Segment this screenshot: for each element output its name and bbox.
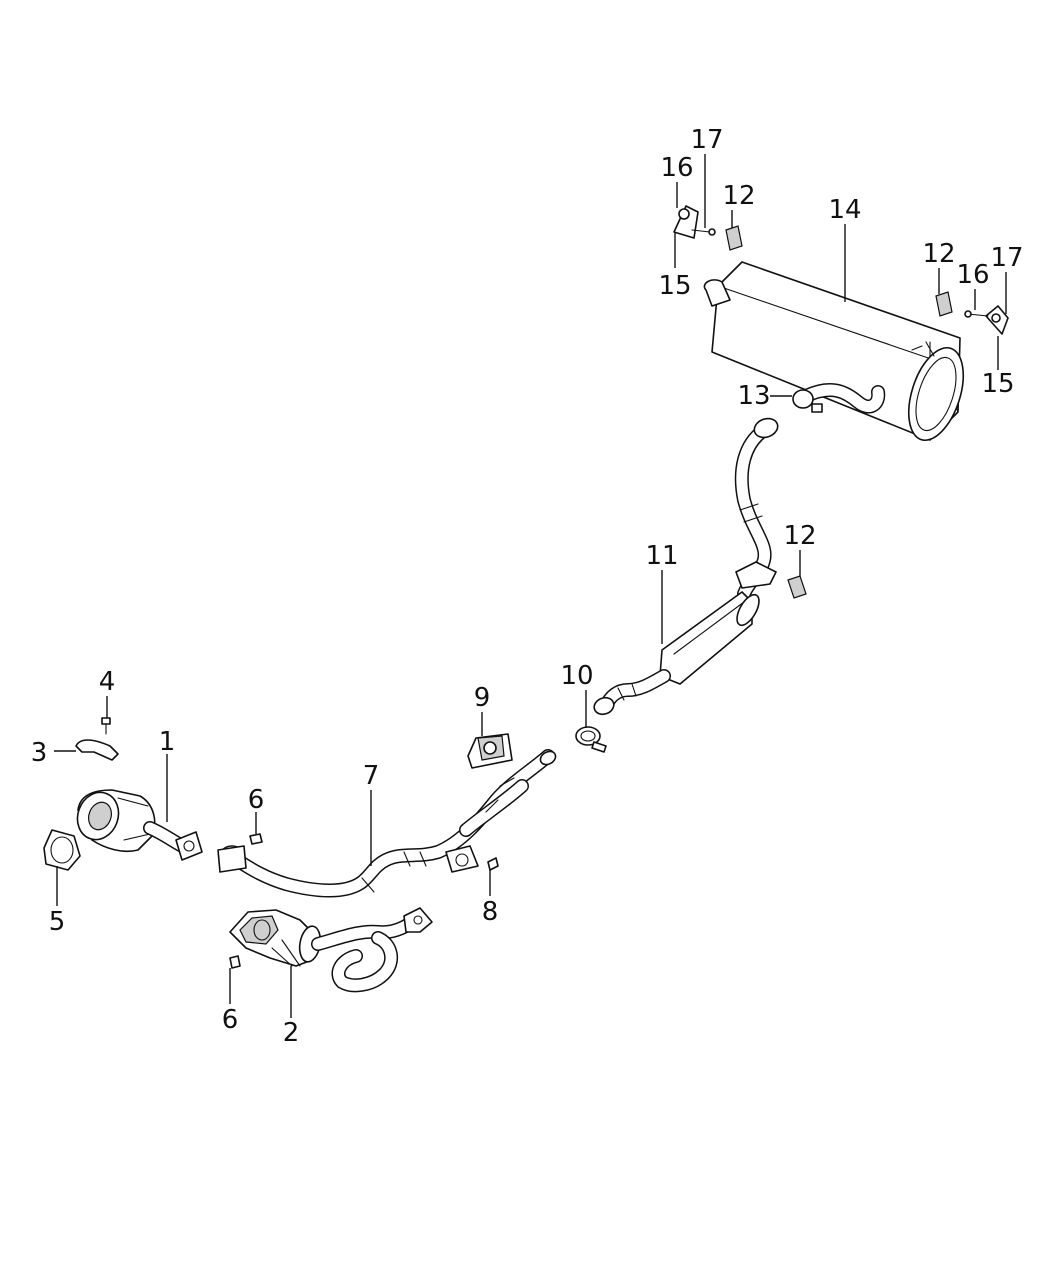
callout-6-lower: 6 <box>222 1005 239 1035</box>
callout-17-right: 17 <box>990 243 1023 273</box>
part-bolt <box>101 717 111 735</box>
callout-7: 7 <box>363 761 380 791</box>
part-hanger-left <box>673 205 716 239</box>
part-hanger-right <box>964 305 1009 335</box>
part-stud-lower <box>229 955 241 969</box>
callout-16-left: 16 <box>660 153 693 183</box>
part-y-pipe <box>217 749 557 898</box>
callout-10: 10 <box>560 661 593 691</box>
callout-8: 8 <box>482 897 499 927</box>
callout-11: 11 <box>645 541 678 571</box>
callout-6-upper: 6 <box>248 785 265 815</box>
part-stud-upper <box>249 833 263 845</box>
part-hanger-block <box>467 733 513 769</box>
callout-17-left: 17 <box>690 125 723 155</box>
callout-16-right: 16 <box>956 260 989 290</box>
part-isolator-right <box>935 291 953 317</box>
callout-2: 2 <box>283 1018 300 1048</box>
leader-lines <box>54 154 1007 1018</box>
part-isolator-upper <box>725 225 743 251</box>
callout-12-right: 12 <box>922 239 955 269</box>
callout-9: 9 <box>474 683 491 713</box>
callout-15-left: 15 <box>658 271 691 301</box>
part-bracket <box>75 739 119 761</box>
part-muffler <box>703 261 965 442</box>
callout-12-mid: 12 <box>783 521 816 551</box>
part-gasket <box>43 829 81 871</box>
callout-5: 5 <box>49 907 66 937</box>
part-catalytic-converter-rear <box>229 907 433 993</box>
part-isolator-mid <box>787 575 807 599</box>
callout-15-right: 15 <box>981 369 1014 399</box>
callout-3: 3 <box>31 738 48 768</box>
part-tailpipe-inlet <box>792 383 886 414</box>
part-catalytic-converter-front <box>76 789 203 861</box>
callout-14: 14 <box>828 195 861 225</box>
callout-4: 4 <box>99 667 116 697</box>
callout-1: 1 <box>159 727 176 757</box>
callout-12-upper: 12 <box>722 181 755 211</box>
part-clamp <box>575 726 607 753</box>
callout-13: 13 <box>737 381 770 411</box>
part-stud-right <box>487 857 499 871</box>
part-resonator-pipe <box>593 417 779 716</box>
